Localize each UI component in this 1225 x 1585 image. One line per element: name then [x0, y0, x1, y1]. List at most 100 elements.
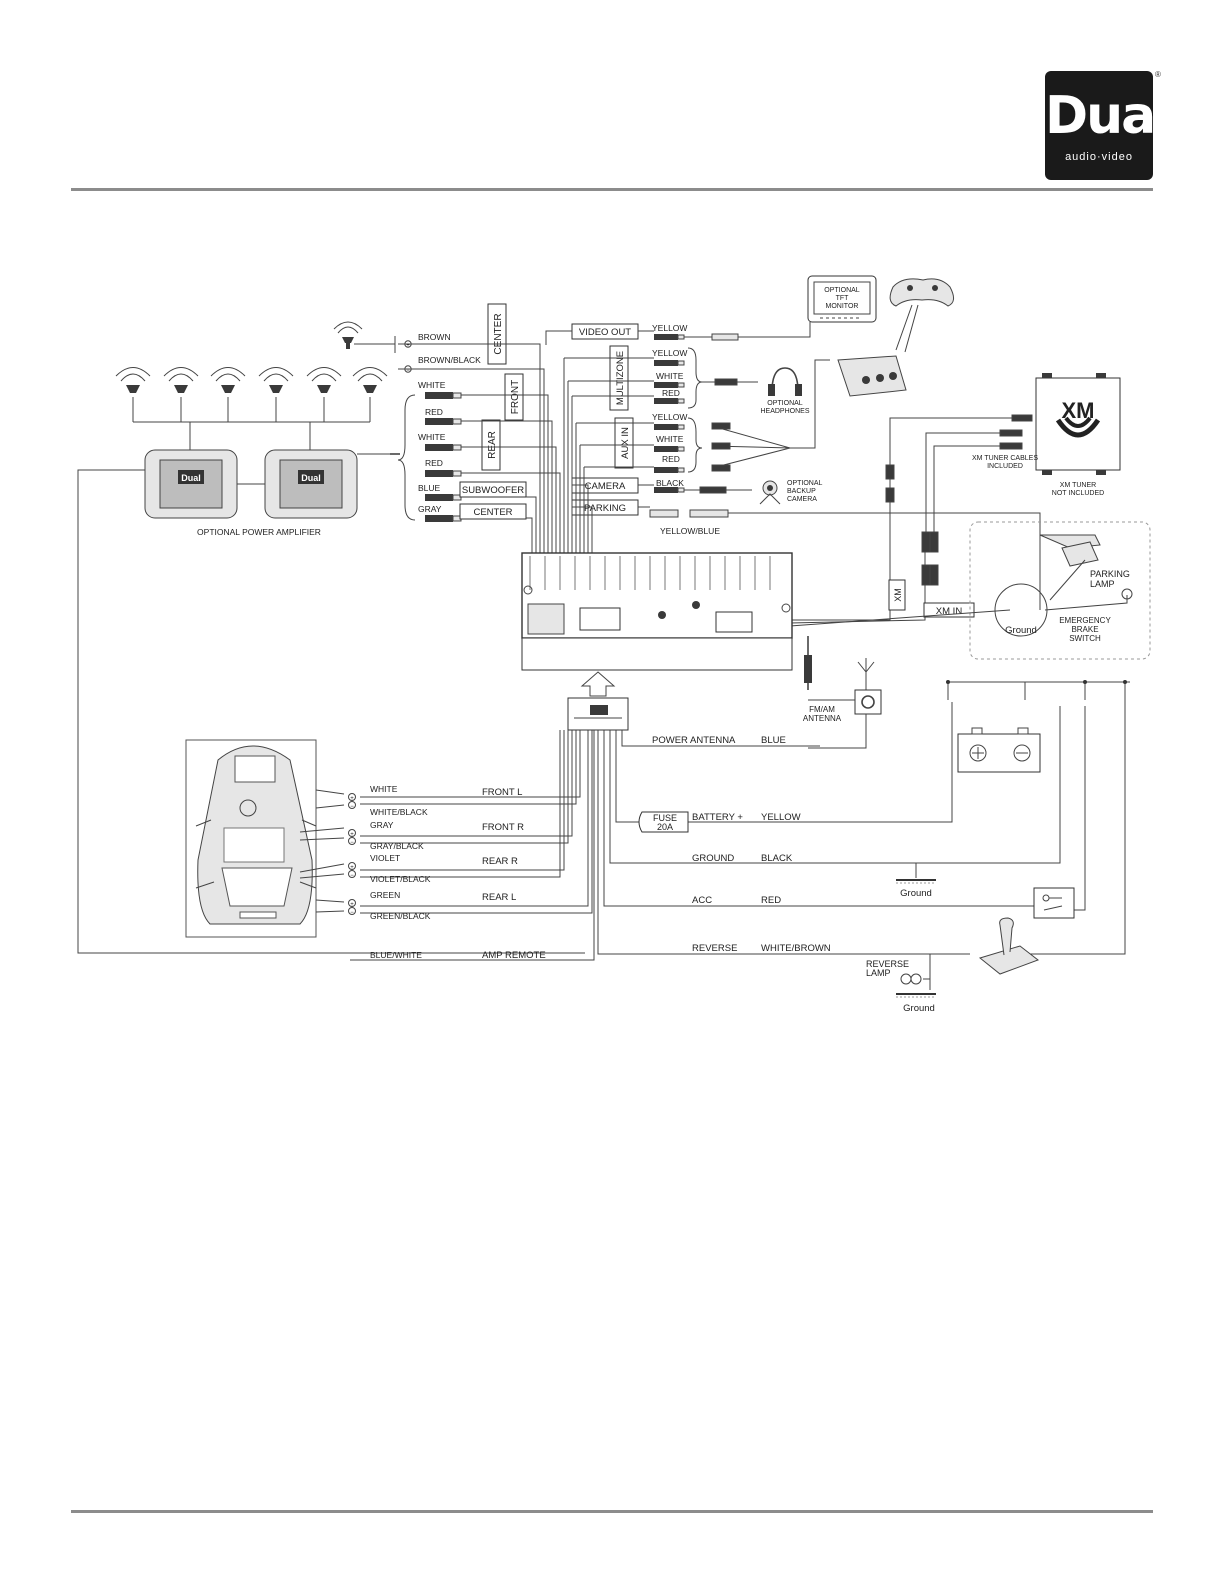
- amp-speaker-icons: [115, 367, 388, 393]
- front-neg-label: RED: [425, 407, 443, 417]
- reverse-lamp-label-1: LAMP: [866, 968, 891, 978]
- center-neg-label: BROWN/BLACK: [418, 355, 481, 365]
- video-out-color: YELLOW: [652, 323, 687, 333]
- dual-logo: Dual audio·video: [1045, 71, 1172, 180]
- power-connector: [567, 697, 629, 731]
- speaker-pos-3: GREEN: [370, 890, 400, 900]
- amp-remote-name: AMP REMOTE: [482, 950, 546, 961]
- ground-label-1: Ground: [900, 888, 932, 899]
- reverse-lamp-icon: [900, 966, 931, 990]
- speaker-channel-0: FRONT L: [482, 787, 522, 798]
- amp-speaker-lines: [132, 397, 371, 450]
- center-speaker-icon: [333, 321, 363, 349]
- header-rule: [71, 188, 1153, 191]
- camera-label-0: OPTIONAL: [787, 480, 823, 487]
- camera-label-1: BACKUP: [787, 488, 816, 495]
- gear-shift-icon: [978, 917, 1040, 975]
- svg-text:XM: XM: [893, 588, 903, 602]
- svg-text:−: −: [350, 910, 354, 916]
- power-row-name-3: ACC: [692, 895, 712, 906]
- svg-text:Dual: Dual: [301, 473, 321, 483]
- subwoofer-wire-label: BLUE: [418, 483, 441, 493]
- fuse-icon: FUSE 20A: [638, 811, 689, 833]
- tft-label-2: MONITOR: [826, 303, 859, 310]
- group-aux-in: AUX IN: [614, 417, 634, 469]
- xm-tuner-label-1: NOT INCLUDED: [1052, 490, 1104, 497]
- box-subwoofer: SUBWOOFER: [459, 481, 527, 498]
- group-rear: REAR: [481, 419, 501, 471]
- svg-text:FRONT: FRONT: [510, 380, 521, 414]
- speaker-pos-0: WHITE: [370, 784, 398, 794]
- speaker-neg-1: GRAY/BLACK: [370, 841, 424, 851]
- xm-cables: [789, 414, 1033, 624]
- power-row-color-1: YELLOW: [761, 812, 801, 823]
- svg-text:−: −: [350, 804, 354, 810]
- speaker-wires: [299, 730, 595, 961]
- svg-text:PARKING: PARKING: [584, 503, 626, 514]
- am-fm-antenna-icon: [804, 636, 882, 715]
- rear-neg-label: RED: [425, 458, 443, 468]
- parking-lamp-label-1: LAMP: [1090, 579, 1115, 589]
- power-row-color-0: BLUE: [761, 735, 786, 746]
- antenna-label-1: ANTENNA: [803, 714, 842, 723]
- group-xm: XM: [888, 579, 906, 611]
- tft-label-0: OPTIONAL: [824, 287, 860, 294]
- speaker-channel-2: REAR R: [482, 856, 518, 867]
- speaker-pos-2: VIOLET: [370, 853, 400, 863]
- car-top-view-icon: [185, 739, 317, 938]
- right-rca-plugs: [649, 334, 729, 518]
- headphones-label-0: OPTIONAL: [767, 400, 803, 407]
- svg-text:+: +: [406, 343, 410, 349]
- front-pos-label: WHITE: [418, 380, 446, 390]
- svg-text:Dual: Dual: [181, 473, 201, 483]
- ground-label-2: Ground: [903, 1003, 935, 1014]
- parking-lamp-label-0: PARKING: [1090, 569, 1130, 579]
- group-center: CENTER: [487, 303, 507, 365]
- brake-label-2: SWITCH: [1069, 634, 1101, 643]
- ground-icon-2: [896, 993, 936, 998]
- amplifier-label: OPTIONAL POWER AMPLIFIER: [197, 527, 321, 537]
- footer-rule: [71, 1510, 1153, 1513]
- tft-label-1: TFT: [836, 295, 850, 302]
- power-row-color-3: RED: [761, 895, 781, 906]
- speaker-neg-2: VIOLET/BLACK: [370, 874, 431, 884]
- speaker-labels: WHITE WHITE/BLACK FRONT L GRAY GRAY/BLAC…: [370, 784, 546, 961]
- svg-text:XM IN: XM IN: [936, 606, 963, 617]
- ground-icon: [896, 863, 936, 884]
- game-controller-icon: [889, 278, 954, 307]
- xm-cables-label-1: INCLUDED: [987, 463, 1023, 470]
- svg-text:+: +: [350, 865, 354, 871]
- battery-icon: [946, 680, 1130, 773]
- speaker-pos-1: GRAY: [370, 820, 394, 830]
- logo-tagline: audio·video: [1065, 151, 1133, 163]
- power-wires: [597, 700, 1126, 966]
- aux-color-0: YELLOW: [652, 412, 687, 422]
- tft-monitor-icon: OPTIONAL TFT MONITOR: [807, 275, 877, 323]
- svg-text:−: −: [350, 840, 354, 846]
- reverse-lamp-label-0: REVERSE: [866, 959, 909, 969]
- svg-text:+: +: [350, 796, 354, 802]
- xm-tuner-label-0: XM TUNER: [1060, 482, 1096, 489]
- headphones-icon: OPTIONAL HEADPHONES: [760, 367, 810, 415]
- svg-text:−: −: [406, 368, 410, 374]
- brake-ground-label: Ground: [1005, 625, 1037, 636]
- svg-text:MULTIZONE: MULTIZONE: [615, 351, 626, 405]
- power-row-color-2: BLACK: [761, 853, 793, 864]
- antenna-label-0: FM/AM: [809, 705, 835, 714]
- camera-color: BLACK: [656, 478, 684, 488]
- amplifier-right: Dual: [264, 449, 358, 519]
- power-row-name-1: BATTERY +: [692, 812, 743, 823]
- registered-mark: ®: [1155, 70, 1161, 79]
- power-row-name-4: REVERSE: [692, 943, 737, 954]
- parking-color: YELLOW/BLUE: [660, 526, 720, 536]
- head-unit: [521, 552, 793, 671]
- power-row-name-2: GROUND: [692, 853, 734, 864]
- xm-logo: XM: [1062, 398, 1095, 423]
- connector-arrow-icon: [580, 671, 616, 697]
- parking-brake-region: [969, 521, 1151, 660]
- power-row-name-0: POWER ANTENNA: [652, 735, 736, 746]
- svg-text:CENTER: CENTER: [473, 507, 512, 518]
- box-video-out: VIDEO OUT: [571, 323, 639, 340]
- backup-camera-icon: OPTIONAL BACKUP CAMERA: [759, 480, 823, 505]
